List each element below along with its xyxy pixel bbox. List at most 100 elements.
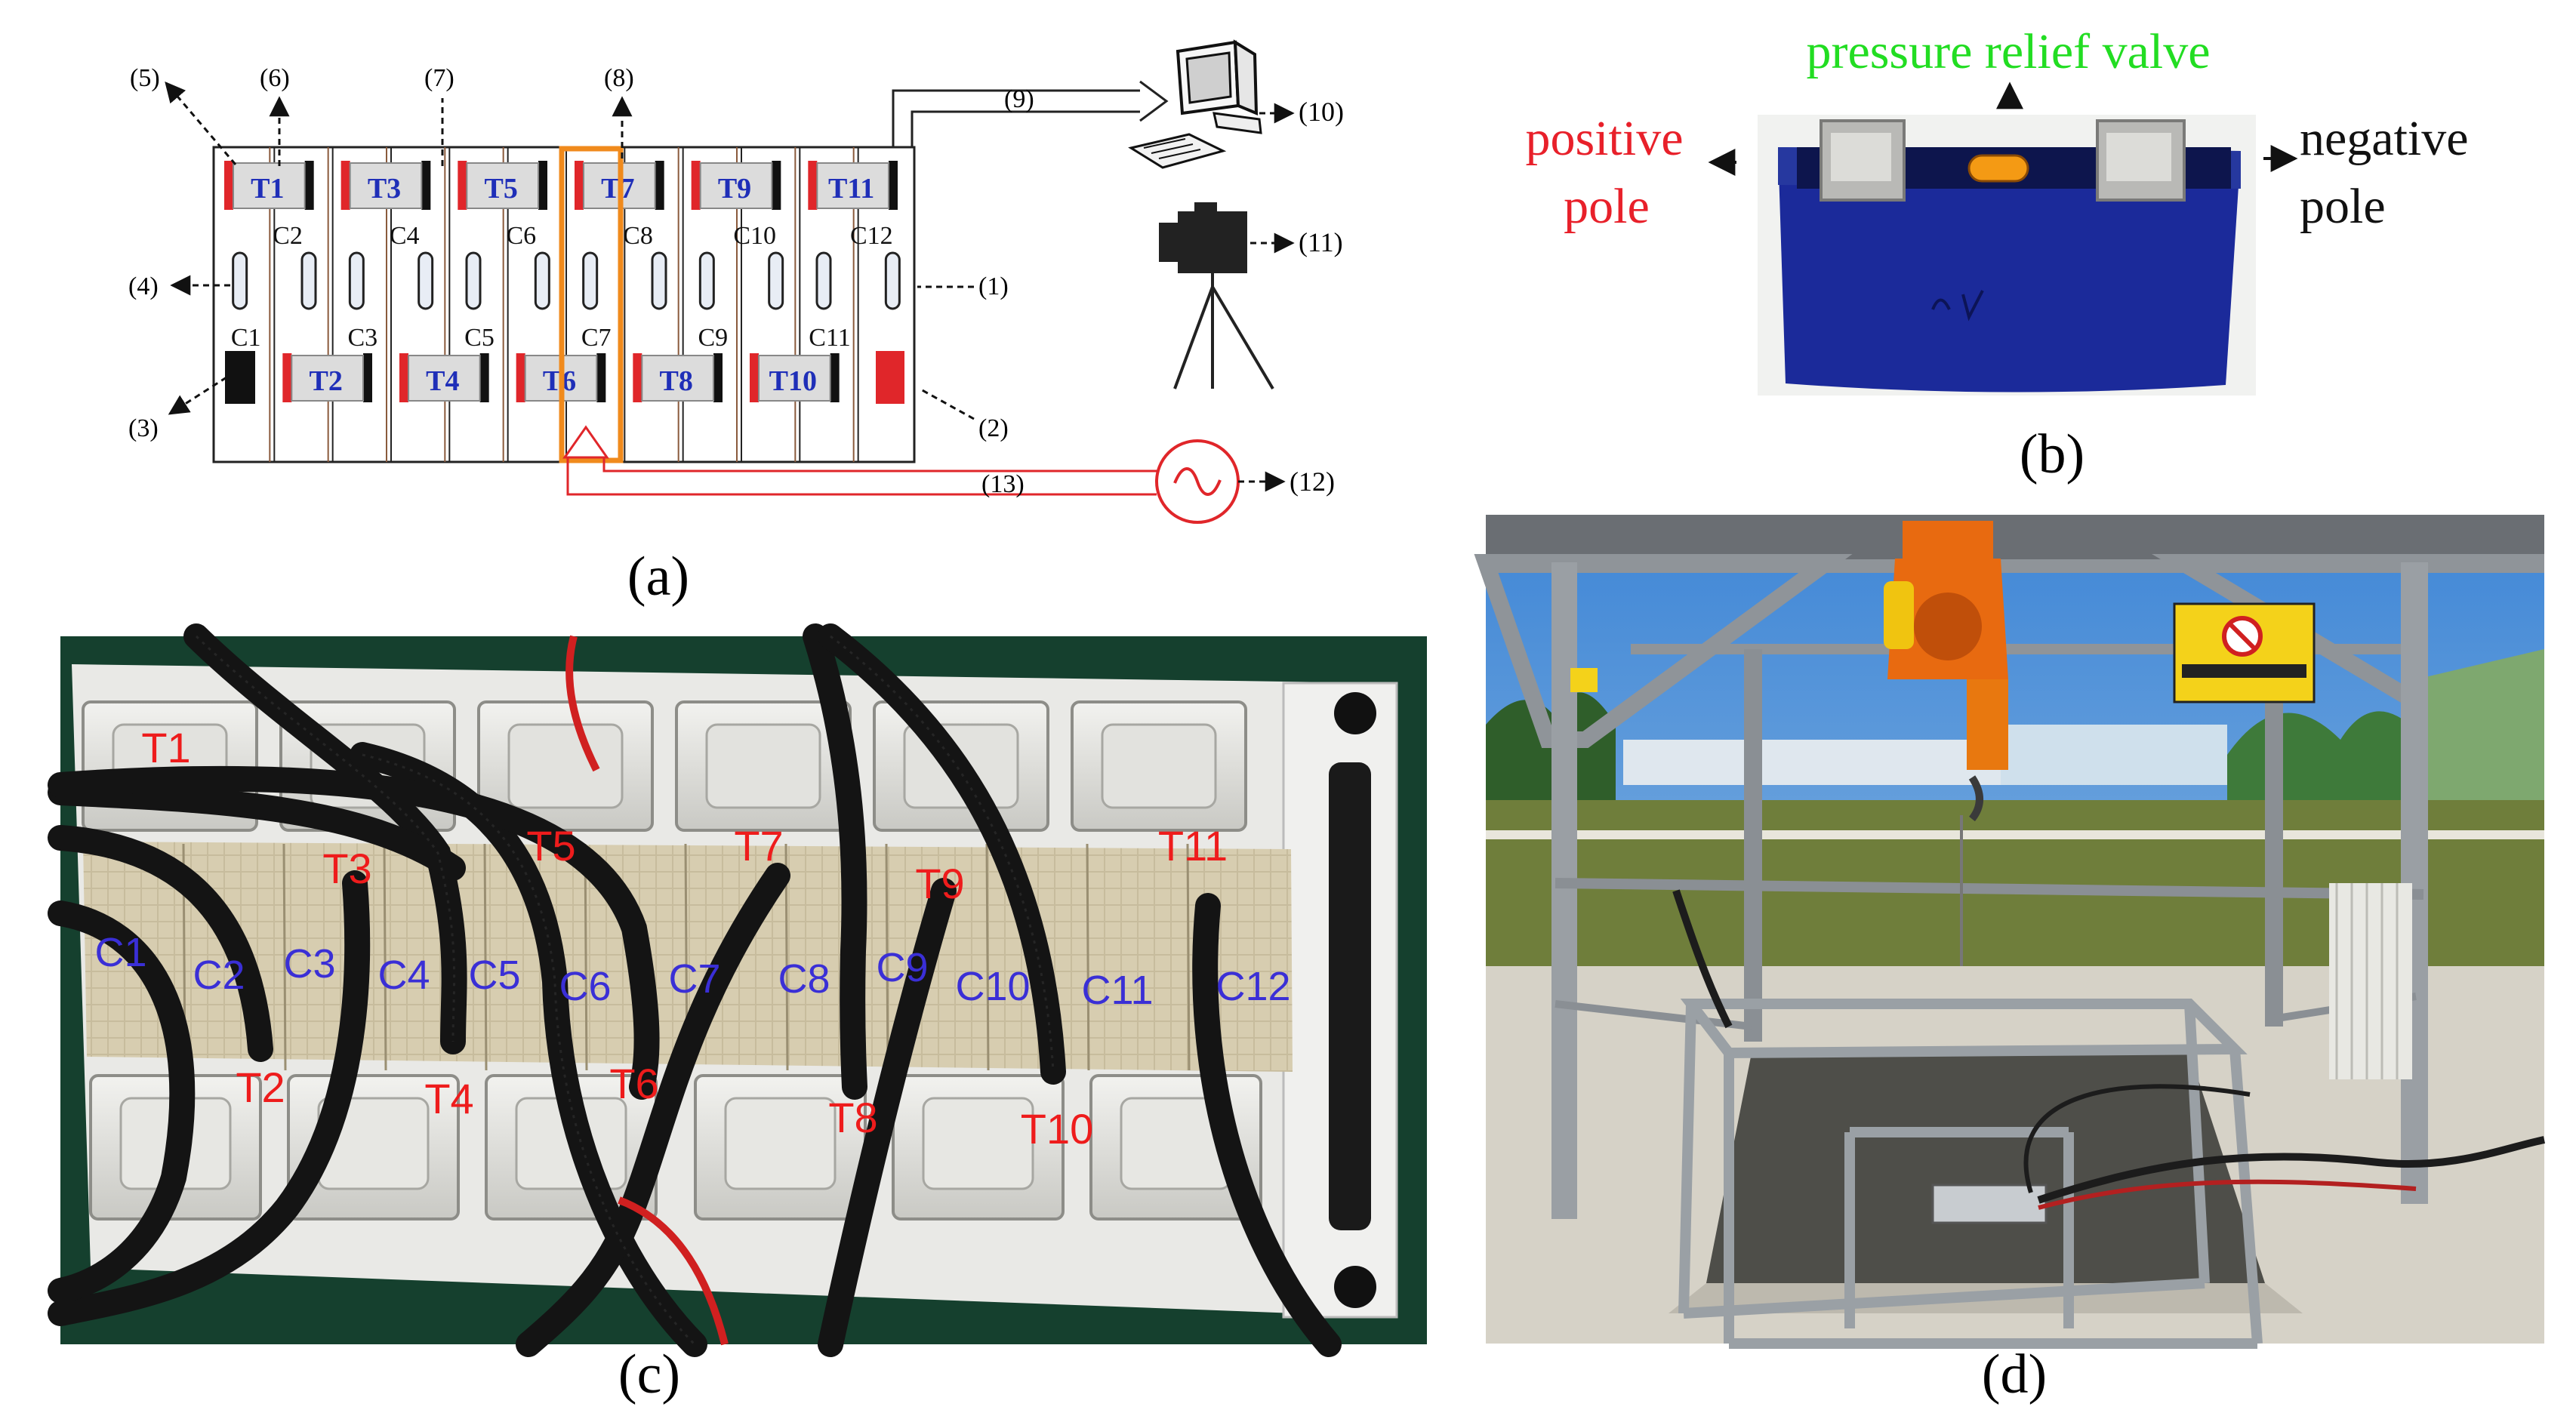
- heater-strip: [750, 353, 759, 402]
- cell-label-C3: C3: [283, 941, 335, 987]
- callout-line-2: [919, 387, 975, 420]
- heater-strip: [399, 353, 408, 402]
- negative-end-terminal: [225, 351, 255, 404]
- cell-label: C12: [850, 222, 893, 250]
- cell-divider-line: [383, 843, 387, 1071]
- vent-icon: [815, 251, 832, 310]
- sensor-pad: [291, 355, 365, 402]
- sensor-label-T3: T3: [322, 845, 371, 892]
- electrode-strip: [363, 353, 372, 402]
- cell-label: C11: [809, 324, 850, 352]
- cell-label-C9: C9: [876, 945, 928, 990]
- panel-d-test-site-photo: (d): [1474, 515, 2545, 1405]
- terminal-pad-inset: [1101, 723, 1217, 809]
- cell-label: C10: [733, 222, 776, 250]
- caption-d: (d): [1982, 1344, 2047, 1405]
- caption-a: (a): [627, 546, 689, 608]
- sensor-label-T6: T6: [609, 1060, 658, 1107]
- sensor-label-T1: T1: [251, 173, 284, 205]
- data-arrow-head: [1139, 80, 1169, 122]
- callout-line-5: [165, 81, 237, 165]
- sensor-label-T11: T11: [1158, 822, 1228, 870]
- sensor-pad: [816, 162, 890, 209]
- vent-icon: [348, 251, 365, 310]
- sensor-pad: [349, 162, 423, 209]
- callout-1: (1): [978, 272, 1009, 300]
- negative-label-1: negative: [2300, 111, 2469, 166]
- sensor-label-T7: T7: [601, 173, 634, 205]
- sensor-label-T1: T1: [141, 724, 190, 771]
- cell-label: C1: [231, 324, 261, 352]
- electrode-strip: [889, 161, 898, 210]
- cell-divider-line: [1086, 843, 1090, 1071]
- cell-label-C12: C12: [1216, 964, 1290, 1009]
- cell-label: C4: [390, 222, 420, 250]
- sensor-pad: [408, 355, 481, 402]
- cell-divider-line: [885, 843, 889, 1071]
- cell-label: C8: [623, 222, 653, 250]
- sensor-pad: [758, 355, 831, 402]
- cell-label-C1: C1: [94, 930, 146, 975]
- sensor-label-T7: T7: [734, 822, 783, 870]
- caption-b: (b): [2020, 423, 2085, 485]
- data-line-outer: [892, 89, 1140, 147]
- electrode-strip: [538, 161, 547, 210]
- cell-label: C7: [581, 324, 612, 352]
- cell-divider-line: [985, 843, 990, 1071]
- cell-label-C7: C7: [668, 956, 720, 1002]
- sensor-label-T8: T8: [828, 1094, 877, 1141]
- cell-label: C6: [506, 222, 536, 250]
- sensor-pad: [233, 162, 306, 209]
- valve-label: pressure relief valve: [1806, 24, 2210, 79]
- vent-icon: [232, 251, 248, 310]
- cell-divider-line: [584, 843, 588, 1071]
- cell-label-C11: C11: [1081, 968, 1153, 1013]
- terminal-pad-inset: [724, 1097, 837, 1190]
- electrode-strip: [772, 161, 781, 210]
- cell-divider-line: [282, 843, 287, 1071]
- heater-strip: [224, 161, 233, 210]
- cell-divider-line: [483, 843, 488, 1071]
- cell-label-C6: C6: [559, 964, 611, 1009]
- sensor-label-T3: T3: [368, 173, 401, 205]
- sensor-label-T2: T2: [236, 1064, 285, 1111]
- sensor-label-T5: T5: [484, 173, 517, 205]
- heater-strip: [516, 353, 525, 402]
- heater-strip: [340, 161, 350, 210]
- vent-icon: [418, 251, 434, 310]
- cell-divider-line: [1186, 843, 1191, 1071]
- sensor-label-T9: T9: [718, 173, 751, 205]
- callout-line-3: [168, 376, 227, 415]
- data-line-inner: [911, 110, 1140, 147]
- sensor-label-T4: T4: [426, 365, 459, 397]
- callout-4: (4): [128, 272, 159, 300]
- caption-c: (c): [618, 1344, 680, 1405]
- callout-9: (9): [1004, 85, 1034, 113]
- callout-13: (13): [981, 470, 1025, 498]
- camera-icon: [1159, 202, 1274, 390]
- sensor-label-T5: T5: [526, 822, 575, 870]
- electrode-strip: [421, 161, 431, 210]
- heater-arrow-head: [562, 425, 609, 459]
- cell-body: [1778, 147, 2241, 392]
- sensor-label-T8: T8: [659, 365, 692, 397]
- callout-5: (5): [130, 64, 160, 92]
- heater-strip: [575, 161, 584, 210]
- electrode-strip: [655, 161, 664, 210]
- terminal-pad-inset: [507, 723, 624, 809]
- vent-icon: [698, 251, 715, 310]
- callout-2: (2): [978, 414, 1009, 442]
- cell-label: C9: [698, 324, 728, 352]
- panel-b-cell-photo: pressure relief valve positive pole nega…: [1526, 24, 2469, 485]
- cell-label: C3: [347, 324, 377, 352]
- electrode-strip: [713, 353, 723, 402]
- cell-label-C5: C5: [468, 953, 520, 998]
- callout-6: (6): [260, 64, 290, 92]
- sensor-pad: [699, 162, 773, 209]
- heater-line-lower: [566, 453, 1157, 496]
- cell-label-C8: C8: [778, 956, 830, 1002]
